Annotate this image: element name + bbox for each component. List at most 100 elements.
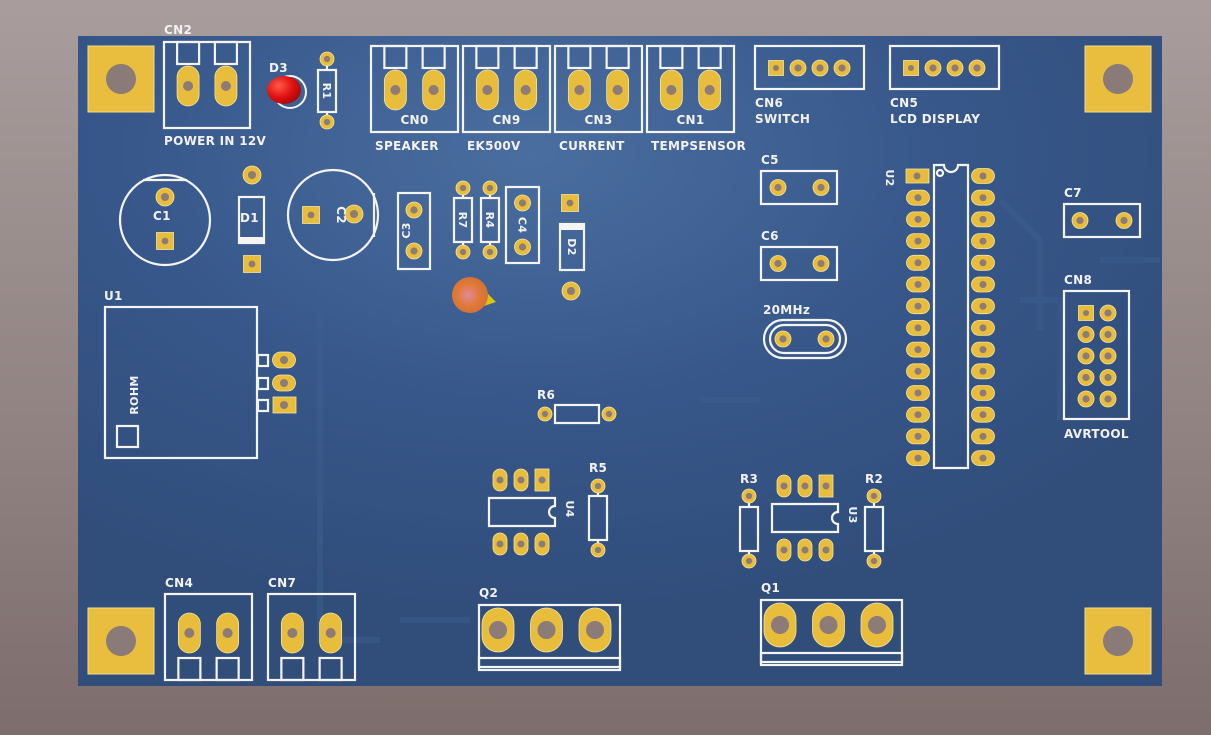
drill-hole xyxy=(816,64,824,72)
drill-hole xyxy=(349,209,359,219)
connector-cn7[interactable]: CN7 xyxy=(266,576,357,682)
connector-outline xyxy=(553,44,644,134)
connector-tab xyxy=(605,44,630,70)
drill-hole xyxy=(459,248,467,256)
resistor-ref: R1 xyxy=(320,83,333,100)
mounting-pad xyxy=(87,45,155,113)
drill-hole xyxy=(914,346,922,354)
diode-d2: D2 xyxy=(558,194,586,301)
diode-ref: D2 xyxy=(565,238,578,255)
drill-hole xyxy=(323,118,331,126)
drill-hole xyxy=(774,259,782,268)
mounting-hole xyxy=(87,607,155,675)
drill-hole xyxy=(979,302,987,310)
drill-hole xyxy=(184,628,195,638)
connector-ref: CN9 xyxy=(492,113,520,127)
drill-hole xyxy=(979,389,987,397)
drill-hole xyxy=(817,183,825,192)
drill-hole xyxy=(1104,330,1112,339)
connector-tab xyxy=(318,656,343,682)
resistor-body xyxy=(316,68,338,114)
resistor-r2: R2 xyxy=(863,472,885,569)
transistor-ref: Q2 xyxy=(479,586,498,600)
regulator-label: ROHM xyxy=(128,375,141,414)
resistor-ref: R6 xyxy=(537,388,555,402)
crystal-label: 20MHz xyxy=(763,303,810,317)
drill-hole xyxy=(541,410,549,418)
drill-hole xyxy=(1083,310,1089,316)
diode-ref: D1 xyxy=(240,211,259,225)
drill-hole xyxy=(160,192,170,202)
drill-hole xyxy=(183,81,194,91)
connector-tab xyxy=(215,656,240,682)
connector-ref: CN0 xyxy=(400,113,428,127)
drill-hole xyxy=(771,616,789,634)
connector-ref: CN3 xyxy=(584,113,612,127)
lead-outline xyxy=(256,376,270,391)
drill-hole xyxy=(566,286,576,296)
drill-hole xyxy=(280,356,288,364)
connector-ref: CN4 xyxy=(165,576,193,590)
connector-ref: CN1 xyxy=(676,113,704,127)
transistor-outline xyxy=(759,598,904,664)
capacitor-ref: C5 xyxy=(761,153,779,167)
drill-hole xyxy=(817,259,825,268)
drill-hole xyxy=(870,557,878,565)
mounting-drill xyxy=(106,64,136,94)
resistor-r1: R1 xyxy=(316,51,338,130)
ic-ref: U3 xyxy=(846,506,859,523)
connector-caption: EK500V xyxy=(467,139,521,153)
ic-outline xyxy=(770,502,840,534)
connector-tab xyxy=(280,656,305,682)
drill-hole xyxy=(325,628,336,638)
drill-hole xyxy=(979,259,987,267)
capacitor-outline xyxy=(759,245,839,282)
drill-hole xyxy=(574,85,585,95)
drill-hole xyxy=(486,184,494,192)
drill-hole xyxy=(979,194,987,202)
connector-outline xyxy=(753,44,866,91)
drill-hole xyxy=(914,411,922,419)
drill-hole xyxy=(566,199,574,207)
resistor-r5: R5 xyxy=(587,461,609,558)
capacitor-c7: C7 xyxy=(1062,186,1142,239)
capacitor-ref: C4 xyxy=(516,217,529,233)
capacitor-ref: C7 xyxy=(1064,186,1082,200)
drill-hole xyxy=(979,281,987,288)
drill-hole xyxy=(594,546,602,554)
drill-hole xyxy=(287,628,298,638)
drill-hole xyxy=(801,482,809,490)
drill-hole xyxy=(979,172,987,180)
connector-outline xyxy=(461,44,552,134)
drill-hole xyxy=(868,616,886,634)
connector-outline xyxy=(1062,289,1131,421)
drill-hole xyxy=(914,432,922,440)
ic-ref: U1 xyxy=(104,289,123,303)
connector-outline xyxy=(888,44,1001,91)
connector-cn4[interactable]: CN4 xyxy=(163,576,254,682)
drill-hole xyxy=(914,215,922,223)
connector-caption: POWER IN 12V xyxy=(164,134,267,148)
connector-outline xyxy=(645,44,736,134)
mounting-hole xyxy=(1084,607,1152,675)
drill-hole xyxy=(973,64,981,72)
drill-hole xyxy=(979,346,987,354)
resistor-ref: R2 xyxy=(865,472,883,486)
drill-hole xyxy=(612,85,623,95)
drill-hole xyxy=(323,55,331,63)
ic-ref: U4 xyxy=(563,500,576,517)
connector-tab xyxy=(475,44,500,70)
resistor-r6: R6 xyxy=(537,388,617,425)
drill-hole xyxy=(1082,352,1090,360)
drill-hole xyxy=(518,243,527,251)
